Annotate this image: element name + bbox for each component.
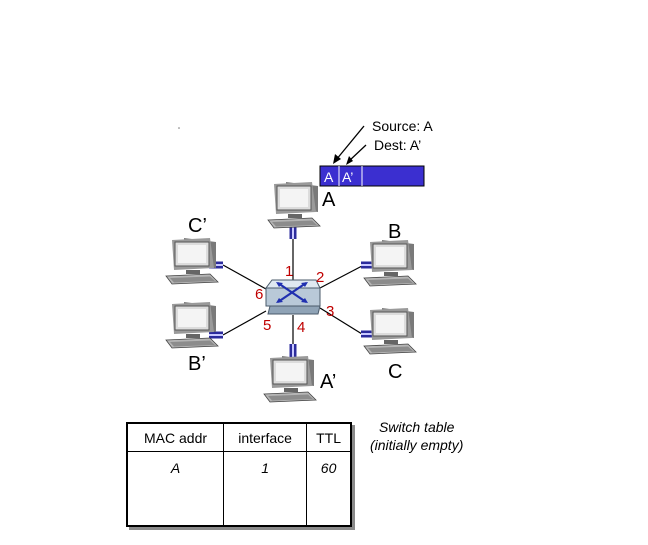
cell-mac: A [126, 451, 225, 526]
switch-table: MAC addr interface TTL A 1 60 [126, 422, 352, 527]
column-header-ttl: TTL [306, 422, 352, 452]
switch-icon [265, 279, 321, 315]
frame-dest-field: A’ [342, 169, 353, 185]
link-b [319, 265, 363, 289]
host-label-c-prime: C’ [188, 215, 207, 237]
caption-line-2: (initially empty) [370, 437, 464, 453]
source-arrow [335, 125, 365, 161]
ethernet-frame: A A’ [319, 165, 425, 187]
dest-arrow [348, 144, 367, 162]
host-label-b-prime: B’ [188, 353, 206, 375]
host-a-computer-icon [267, 181, 321, 229]
host-label-b: B [388, 221, 401, 243]
host-b-prime-computer-icon [165, 301, 219, 349]
host-label-a: A [322, 189, 336, 211]
caption-line-1: Switch table [378, 419, 455, 435]
connector-a-prime [289, 344, 297, 358]
port-1: 1 [285, 263, 293, 280]
port-2: 2 [316, 269, 324, 286]
table-row: A 1 60 [126, 451, 352, 526]
switch-table-caption: Switch table (initially empty) [370, 418, 463, 454]
link-c-prime [222, 264, 267, 290]
column-header-interface: interface [223, 422, 308, 452]
annotation-arrows [335, 125, 367, 162]
connector-b-prime [209, 331, 223, 339]
source-annotation: Source: A [372, 118, 433, 134]
stray-dot [178, 127, 180, 129]
links [222, 232, 363, 350]
switch-table-header-row: MAC addr interface TTL [126, 422, 352, 452]
host-label-c: C [388, 361, 402, 383]
cell-interface: 1 [223, 451, 308, 526]
host-b-computer-icon [363, 239, 417, 287]
port-3: 3 [326, 303, 334, 320]
source-arrowhead [333, 154, 341, 164]
port-6: 6 [255, 286, 263, 303]
link-b-prime [222, 310, 267, 336]
frame-source-field: A [324, 169, 334, 185]
host-c-prime-computer-icon [165, 237, 219, 285]
host-label-a-prime: A’ [320, 371, 336, 393]
host-a-prime-computer-icon [263, 355, 317, 403]
port-5: 5 [263, 317, 271, 334]
dest-arrowhead [346, 156, 353, 165]
host-c-computer-icon [363, 307, 417, 355]
dest-annotation: Dest: A’ [374, 137, 421, 153]
link-c [319, 307, 363, 335]
cell-ttl: 60 [306, 451, 352, 526]
column-header-mac: MAC addr [126, 422, 225, 452]
port-4: 4 [297, 319, 305, 336]
